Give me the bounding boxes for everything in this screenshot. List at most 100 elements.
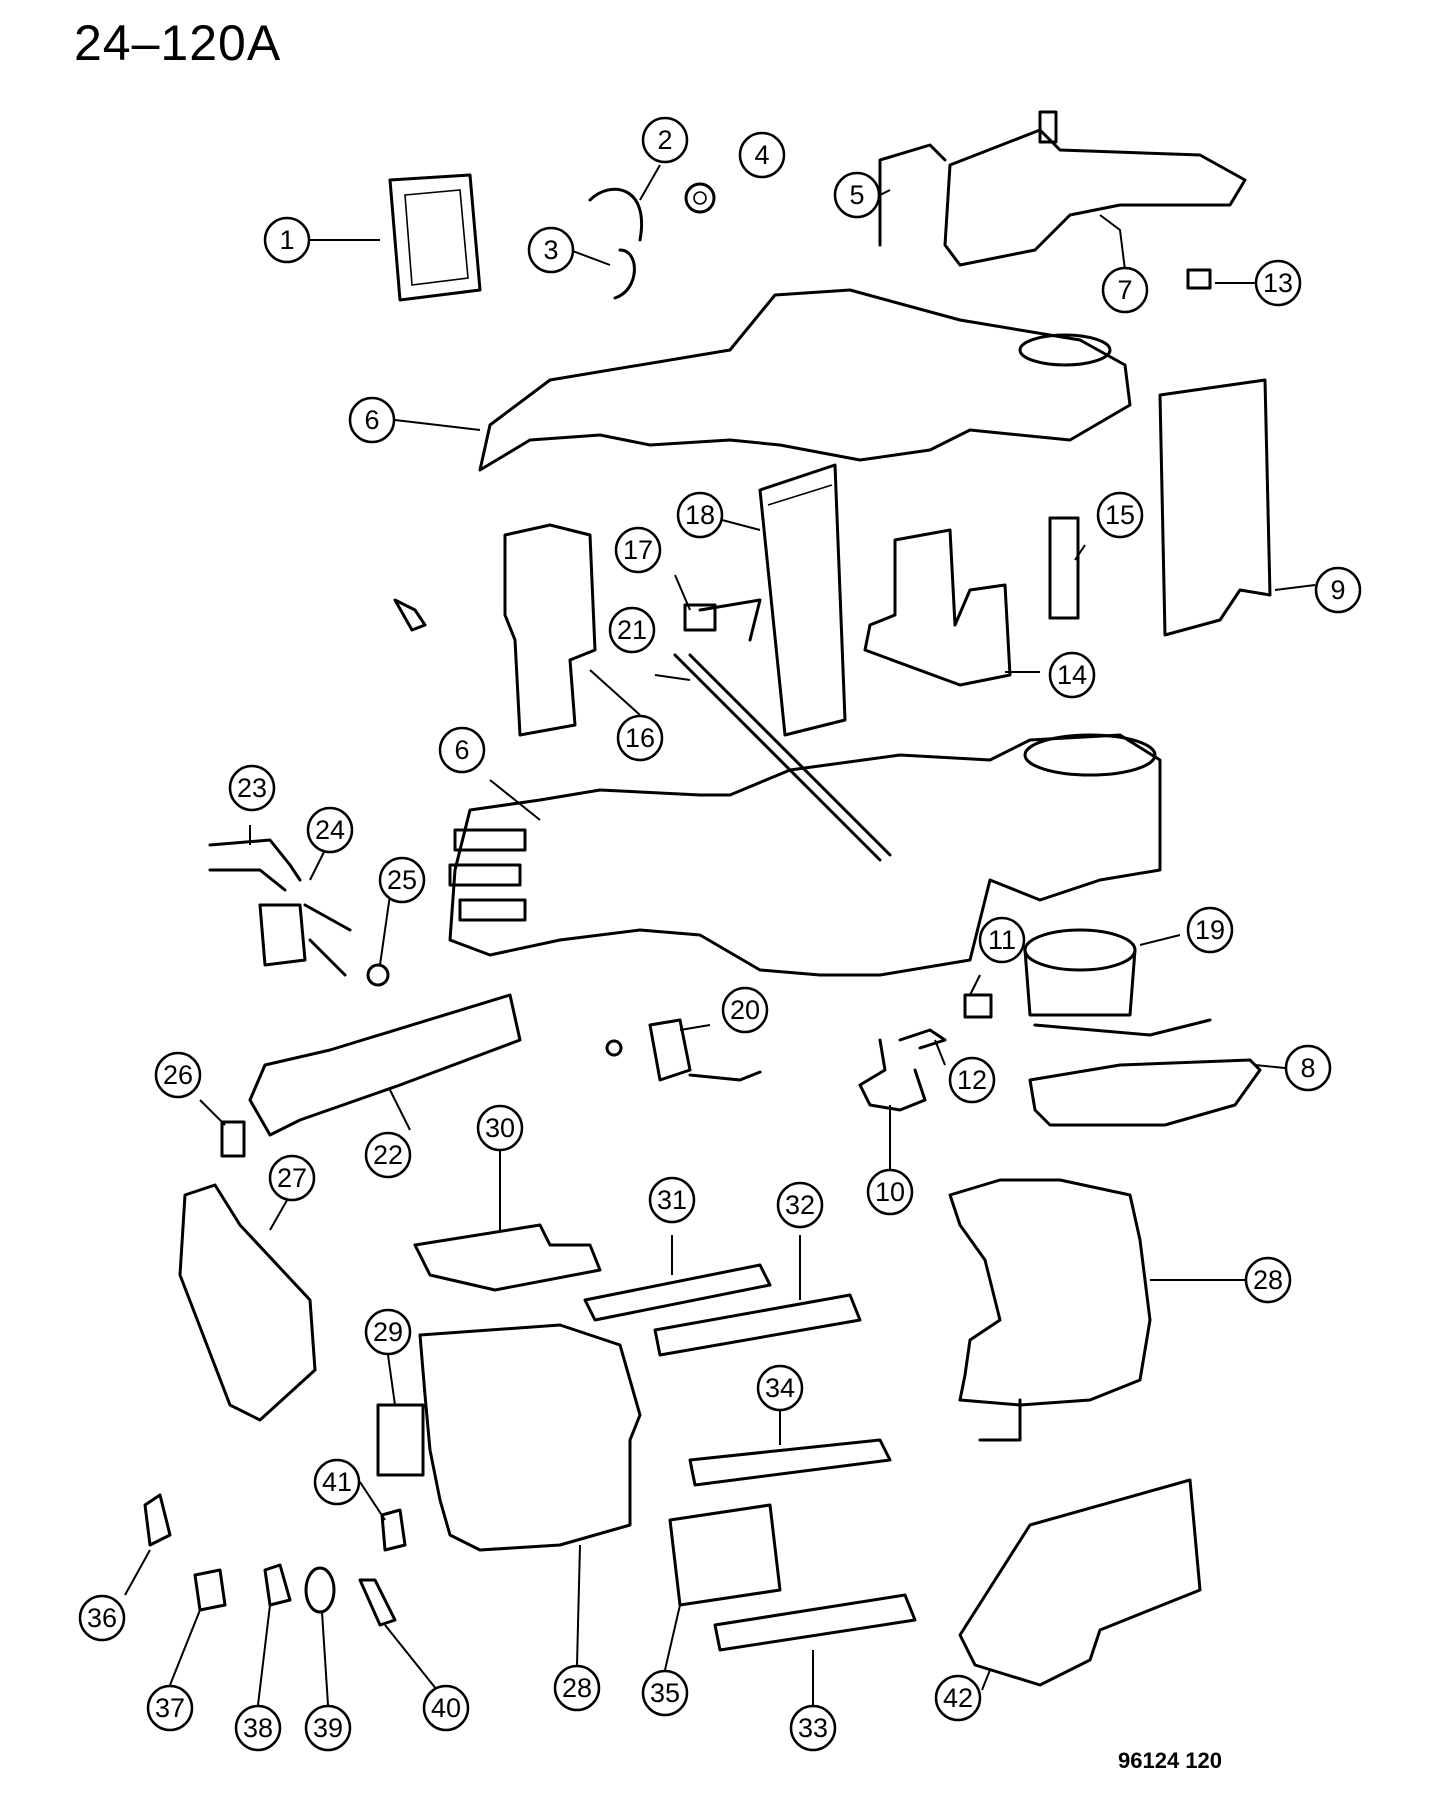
svg-text:36: 36: [87, 1603, 117, 1633]
callout-12: 12: [948, 1056, 996, 1104]
callout-9: 9: [1314, 566, 1362, 614]
svg-text:12: 12: [957, 1065, 987, 1095]
callout-26: 26: [154, 1051, 202, 1099]
part-17-line: [683, 603, 717, 632]
callout-28-right: 28: [1244, 1256, 1292, 1304]
callout-17: 17: [614, 526, 662, 574]
part-42-housing: [958, 1478, 1202, 1687]
part-8-blower-housing: [1028, 1058, 1262, 1127]
part-34-door: [688, 1438, 892, 1487]
callout-19: 19: [1186, 906, 1234, 954]
callout-13: 13: [1254, 259, 1302, 307]
svg-text:5: 5: [849, 180, 864, 210]
svg-text:14: 14: [1057, 660, 1087, 690]
callout-7: 7: [1101, 266, 1149, 314]
svg-text:28: 28: [562, 1673, 592, 1703]
svg-text:35: 35: [650, 1678, 680, 1708]
part-26-clip: [220, 1120, 246, 1158]
callout-33: 33: [789, 1704, 837, 1752]
svg-text:26: 26: [163, 1060, 193, 1090]
part-15-seal: [1048, 516, 1080, 620]
part-20-actuator: [605, 1018, 762, 1082]
callout-4: 4: [738, 131, 786, 179]
svg-text:31: 31: [657, 1185, 687, 1215]
svg-text:1: 1: [279, 225, 294, 255]
callout-37: 37: [146, 1684, 194, 1732]
svg-text:11: 11: [988, 925, 1016, 955]
svg-text:21: 21: [617, 615, 647, 645]
part-11-resistor: [963, 993, 993, 1019]
part-16-cover: [503, 523, 597, 737]
part-35-door: [668, 1503, 782, 1607]
callout-32: 32: [776, 1181, 824, 1229]
svg-text:8: 8: [1300, 1053, 1315, 1083]
callout-36: 36: [78, 1594, 126, 1642]
svg-text:20: 20: [730, 995, 760, 1025]
svg-text:22: 22: [373, 1140, 403, 1170]
part-33-door: [713, 1593, 917, 1652]
callout-42: 42: [934, 1674, 982, 1722]
svg-text:6: 6: [454, 735, 469, 765]
part-28-right-housing: [948, 1178, 1152, 1442]
callout-14: 14: [1048, 651, 1096, 699]
callout-41: 41: [313, 1458, 361, 1506]
svg-text:33: 33: [798, 1713, 828, 1743]
callout-16: 16: [616, 714, 664, 762]
callout-10: 10: [866, 1168, 914, 1216]
callout-2: 2: [641, 116, 689, 164]
callout-39: 39: [304, 1704, 352, 1752]
part-9-filter-door: [1158, 378, 1272, 637]
callout-5: 5: [833, 171, 881, 219]
callout-30: 30: [476, 1104, 524, 1152]
svg-text:7: 7: [1117, 275, 1132, 305]
leader-lines: [124, 164, 1316, 1706]
svg-text:37: 37: [155, 1693, 185, 1723]
svg-text:9: 9: [1330, 575, 1345, 605]
svg-text:13: 13: [1263, 268, 1293, 298]
svg-text:40: 40: [431, 1693, 461, 1723]
part-14-bracket: [863, 528, 1012, 687]
page-title: 24–120A: [74, 15, 282, 71]
part-31-door: [583, 1263, 772, 1322]
part-25-oring: [366, 963, 390, 987]
callout-22: 22: [364, 1131, 412, 1179]
part-38-39-40-small-parts: [263, 1563, 397, 1627]
part-23-24-heater-core: [208, 838, 352, 977]
callout-31: 31: [648, 1176, 696, 1224]
part-30-door: [413, 1223, 602, 1292]
svg-text:6: 6: [364, 405, 379, 435]
part-5-gasket: [878, 143, 947, 247]
callout-21: 21: [608, 606, 656, 654]
part-1-seal: [388, 173, 482, 302]
part-32-door: [653, 1293, 862, 1357]
svg-text:10: 10: [875, 1177, 905, 1207]
callout-24: 24: [306, 806, 354, 854]
part-10-actuator: [858, 1038, 927, 1112]
part-18-evaporator: [698, 463, 847, 737]
part-19-blower-motor: [1023, 928, 1212, 1037]
callout-20: 20: [721, 986, 769, 1034]
callout-25: 25: [378, 856, 426, 904]
svg-text:29: 29: [373, 1317, 403, 1347]
callout-29: 29: [364, 1308, 412, 1356]
callout-8: 8: [1284, 1044, 1332, 1092]
svg-text:41: 41: [322, 1467, 352, 1497]
svg-text:27: 27: [277, 1163, 307, 1193]
svg-text:39: 39: [313, 1713, 343, 1743]
part-2-3-hoses: [588, 187, 643, 300]
part-36-37-actuators: [143, 1493, 227, 1612]
callout-38: 38: [234, 1704, 282, 1752]
part-6-lower-housing: [448, 733, 1162, 977]
svg-text:28: 28: [1253, 1265, 1283, 1295]
callout-27: 27: [268, 1154, 316, 1202]
svg-text:24: 24: [315, 815, 345, 845]
svg-text:16: 16: [625, 723, 655, 753]
part-28-lower-housing: [418, 1323, 642, 1552]
callout-3: 3: [527, 226, 575, 274]
svg-text:23: 23: [237, 773, 267, 803]
part-12-lever: [898, 1028, 947, 1050]
part-6-upper-housing: [478, 288, 1132, 472]
callout-23: 23: [228, 764, 276, 812]
svg-text:42: 42: [943, 1683, 973, 1713]
svg-text:15: 15: [1105, 500, 1135, 530]
